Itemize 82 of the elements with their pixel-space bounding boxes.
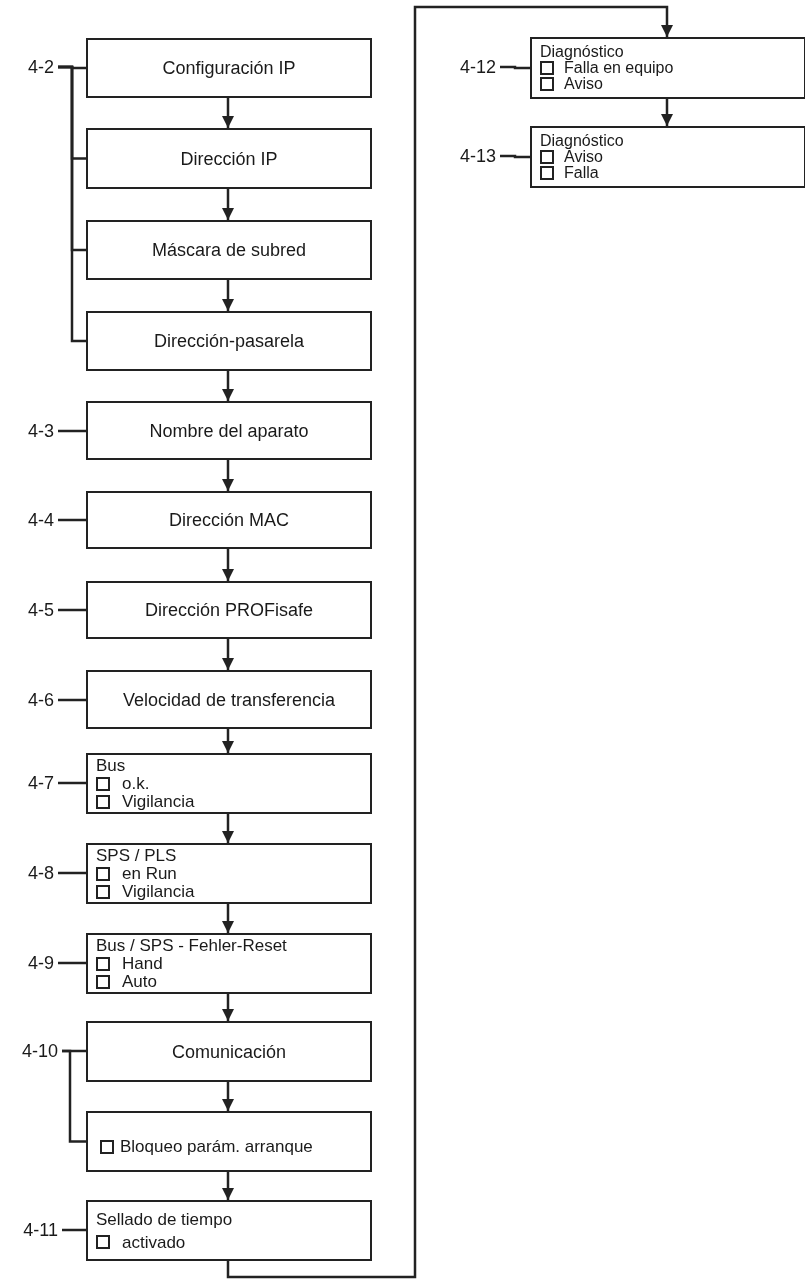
- option-text: o.k.: [122, 774, 150, 793]
- callout-number: 4-11: [8, 1219, 62, 1241]
- process-box: [86, 933, 372, 994]
- leader-line: [58, 871, 86, 875]
- arrow: [221, 639, 235, 670]
- box-heading: Diagnóstico: [540, 133, 624, 149]
- option-text: Falla: [564, 165, 599, 181]
- box-text: Dirección PROFisafe: [144, 599, 313, 621]
- option-text: activado: [122, 1231, 186, 1254]
- arrow: [221, 1172, 235, 1200]
- process-box: [86, 670, 372, 729]
- box-text: Velocidad de transferencia: [122, 688, 336, 711]
- callout-number: 4-2: [14, 56, 58, 78]
- arrow: [221, 549, 235, 581]
- box-heading: Diagnóstico: [540, 44, 624, 60]
- arrow: [221, 814, 235, 843]
- arrow: [221, 729, 235, 753]
- process-box: [86, 753, 372, 814]
- callout-number: 4-10: [8, 1040, 62, 1062]
- arrow: [660, 99, 674, 126]
- leader-line: [500, 154, 530, 159]
- process-box: [86, 843, 372, 904]
- process-box: [86, 1021, 372, 1082]
- leader-line: [58, 608, 86, 612]
- box-text: Dirección MAC: [169, 509, 289, 531]
- process-box: [86, 581, 372, 639]
- leader-line: [58, 429, 86, 433]
- process-box: [86, 491, 372, 549]
- leader-line: [58, 518, 86, 522]
- leader-line: [58, 698, 86, 702]
- option-text: Falla en equipo: [564, 60, 674, 76]
- process-box: [530, 126, 805, 188]
- arrow: [221, 1082, 235, 1111]
- process-box: [86, 311, 372, 371]
- process-box: [86, 401, 372, 460]
- process-box: [86, 1111, 372, 1172]
- arrow: [221, 460, 235, 491]
- option-text: Auto: [122, 972, 157, 991]
- arrow: [221, 904, 235, 933]
- process-box: [530, 37, 805, 99]
- leader-line: [58, 961, 86, 965]
- leader-line: [62, 1049, 86, 1143]
- arrow: [221, 994, 235, 1021]
- option-text: Aviso: [564, 149, 603, 165]
- box-heading: SPS / PLS: [96, 846, 177, 865]
- box-text: Dirección-pasarela: [153, 330, 305, 352]
- process-box: [86, 1200, 372, 1261]
- box-heading: Bus / SPS - Fehler-Reset: [96, 936, 287, 955]
- box-heading: Bus: [96, 756, 126, 775]
- box-heading: Sellado de tiempo: [96, 1208, 233, 1231]
- arrow: [226, 5, 674, 1279]
- arrow: [221, 189, 235, 220]
- arrow: [221, 98, 235, 128]
- option-text: en Run: [122, 864, 177, 883]
- arrow: [221, 371, 235, 401]
- leader-line: [58, 781, 86, 785]
- option-text: Vigilancia: [122, 792, 195, 811]
- option-text: Aviso: [564, 76, 603, 92]
- callout-number: 4-9: [14, 952, 58, 974]
- callout-number: 4-8: [14, 862, 58, 884]
- process-box: [86, 220, 372, 280]
- option-text: Hand: [122, 954, 163, 973]
- option-text: Bloqueo parám. arranque: [120, 1136, 313, 1157]
- callout-number: 4-3: [14, 420, 58, 442]
- box-text: Nombre del aparato: [149, 419, 309, 442]
- box-text: Comunicación: [171, 1040, 287, 1063]
- callout-number: 4-6: [14, 689, 58, 711]
- callout-number: 4-13: [448, 145, 500, 167]
- leader-line: [500, 65, 530, 70]
- arrow: [221, 280, 235, 311]
- callout-number: 4-7: [14, 772, 58, 794]
- process-box: [86, 38, 372, 98]
- process-box: [86, 128, 372, 189]
- option-text: Vigilancia: [122, 882, 195, 901]
- callout-number: 4-4: [14, 509, 58, 531]
- callout-number: 4-12: [448, 56, 500, 78]
- box-text: Máscara de subred: [151, 239, 307, 261]
- leader-line: [58, 65, 86, 343]
- box-text: Configuración IP: [162, 57, 296, 79]
- box-text: Dirección IP: [180, 147, 278, 170]
- leader-line: [62, 1228, 86, 1232]
- callout-number: 4-5: [14, 599, 58, 621]
